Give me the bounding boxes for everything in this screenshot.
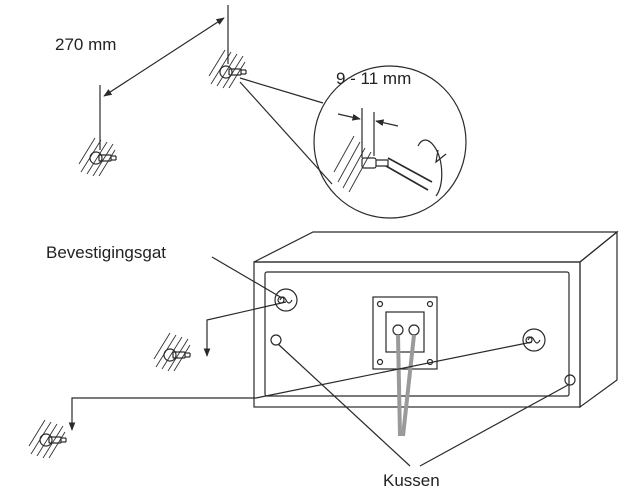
- cushion-label: Kussen: [383, 471, 440, 490]
- wall-screw-left-bottom: [28, 419, 67, 459]
- screw-depth-label: 9 - 11 mm: [336, 69, 412, 88]
- mounting-hole-label: Bevestigingsgat: [46, 243, 167, 262]
- wall-screw-lower: [78, 137, 117, 177]
- distance-dimension: [99, 5, 229, 150]
- distance-label: 270 mm: [55, 35, 117, 54]
- screw-detail-callout: [239, 65, 467, 219]
- mounting-hole-leaders: [68, 256, 533, 431]
- speaker-cable: [396, 334, 416, 437]
- cushion-leaders: [277, 343, 569, 467]
- speaker-cabinet: [253, 230, 619, 409]
- wall-screw-left-middle: [153, 332, 191, 372]
